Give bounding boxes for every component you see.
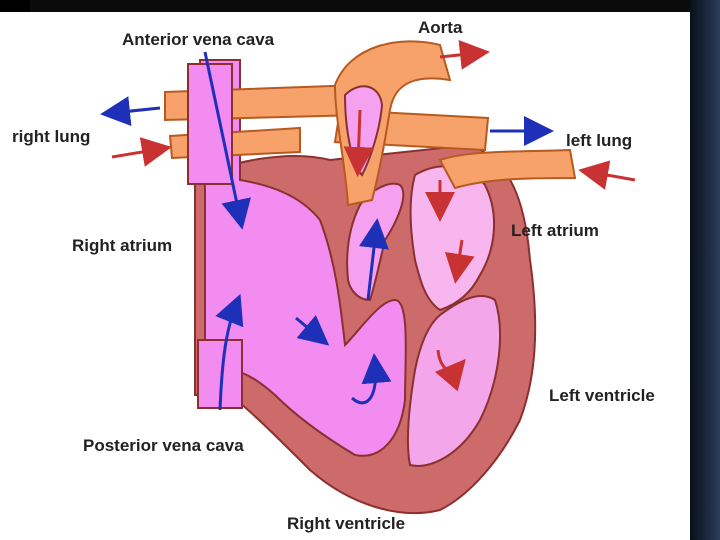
label-posterior-vena-cava: Posterior vena cava <box>83 436 244 455</box>
right-chamber <box>198 59 407 457</box>
label-aorta: Aorta <box>418 18 463 37</box>
flow-arrow-red <box>439 39 490 70</box>
flow-arrow-red <box>444 239 475 284</box>
flow-arrow-blue <box>100 96 161 127</box>
flow-arrow-blue <box>215 293 244 411</box>
right-gradient-strip <box>690 0 720 540</box>
label-right-lung: right lung <box>12 127 90 146</box>
label-right-ventricle: Right ventricle <box>287 514 405 533</box>
flow-arrow-red <box>343 109 374 177</box>
flow-arrow-red <box>434 349 466 392</box>
flow-arrow-blue <box>203 51 251 230</box>
flow-arrow-blue <box>295 314 330 346</box>
label-right-atrium: Right atrium <box>72 236 172 255</box>
anterior-vena-cava-vessel <box>187 63 233 185</box>
flow-arrow-blue <box>359 218 389 301</box>
flow-arrow-red <box>111 137 172 167</box>
label-anterior-vena-cava: Anterior vena cava <box>122 30 275 49</box>
left-pulmonary-vein <box>438 148 577 190</box>
top-dark-strip <box>30 0 690 12</box>
label-left-ventricle: Left ventricle <box>549 386 655 405</box>
flow-arrow-blue <box>350 353 392 405</box>
label-left-atrium: Left atrium <box>511 221 599 240</box>
label-left-lung: left lung <box>566 131 632 150</box>
flow-arrow-red <box>578 160 636 190</box>
